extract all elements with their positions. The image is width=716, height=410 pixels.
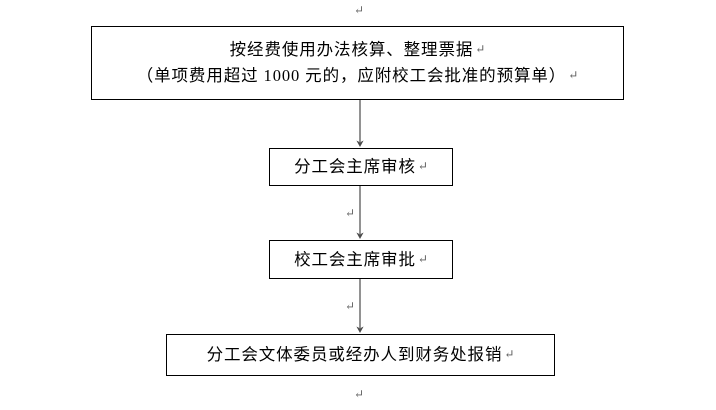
return-mark-icon: ↵ [504,347,515,362]
connector-intake-to-branch-chair-review [353,100,367,148]
flow-node-intake-line-1: 按经费使用办法核算、整理票据↵ [230,37,486,63]
paragraph-return-mark-between-node-2-and-3: ↵ [345,206,356,220]
paragraph-return-mark-between-node-3-and-4: ↵ [345,299,356,313]
flow-node-intake-text-2: （单项费用超过 1000 元的，应附校工会批准的预算单） [136,66,567,85]
flow-node-school-chair-approval[interactable]: 校工会主席审批↵ [269,240,453,279]
return-mark-icon: ↵ [475,42,486,57]
arrow-down-icon [356,186,364,239]
return-mark-icon: ↵ [568,68,579,82]
flow-node-branch-chair-review-text: 分工会主席审核 [294,157,416,177]
paragraph-return-mark-bottom: ↵ [354,387,365,401]
return-mark-icon: ↵ [417,159,428,174]
return-mark-icon: ↵ [417,251,428,266]
connector-branch-chair-review-to-school-chair-approval [353,186,367,240]
arrow-down-icon [356,100,364,147]
flow-node-reimbursement-text: 分工会文体委员或经办人到财务处报销 [206,345,503,365]
flow-node-intake-text-1: 按经费使用办法核算、整理票据 [229,40,474,60]
flow-node-reimbursement-line: 分工会文体委员或经办人到财务处报销↵ [207,342,515,368]
flow-node-school-chair-approval-text: 校工会主席审批 [294,249,416,269]
flow-node-intake-line-2: （单项费用超过 1000 元的，应附校工会批准的预算单）↵ [137,63,579,89]
paragraph-return-mark-top: ↵ [354,3,365,17]
arrow-down-icon [356,279,364,333]
flow-node-branch-chair-review[interactable]: 分工会主席审核↵ [269,148,453,186]
flow-node-branch-chair-review-line: 分工会主席审核↵ [294,154,428,180]
flow-node-school-chair-approval-line: 校工会主席审批↵ [294,247,428,273]
flow-node-reimbursement[interactable]: 分工会文体委员或经办人到财务处报销↵ [166,334,555,376]
flow-node-intake[interactable]: 按经费使用办法核算、整理票据↵ （单项费用超过 1000 元的，应附校工会批准的… [91,26,624,100]
connector-school-chair-approval-to-reimbursement [353,279,367,334]
